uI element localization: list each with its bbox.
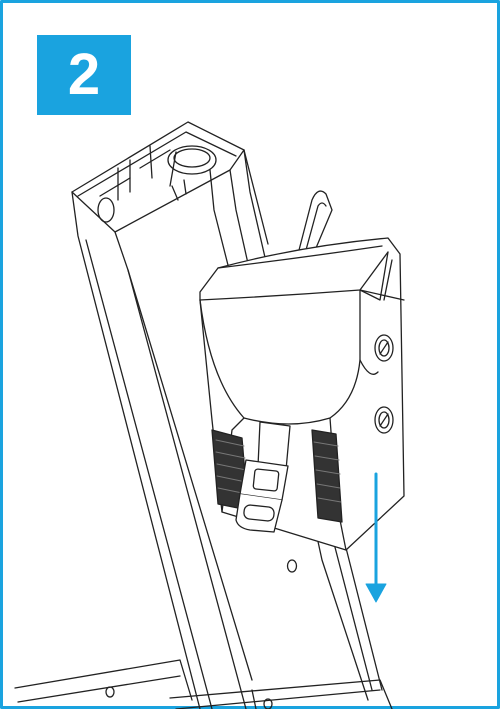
belt-clip-icon — [211, 421, 343, 533]
base-icon — [14, 659, 393, 709]
step-number: 2 — [67, 42, 101, 107]
step-badge-bg — [37, 35, 131, 115]
post-icon — [71, 121, 383, 709]
down-arrow-icon — [365, 472, 387, 603]
